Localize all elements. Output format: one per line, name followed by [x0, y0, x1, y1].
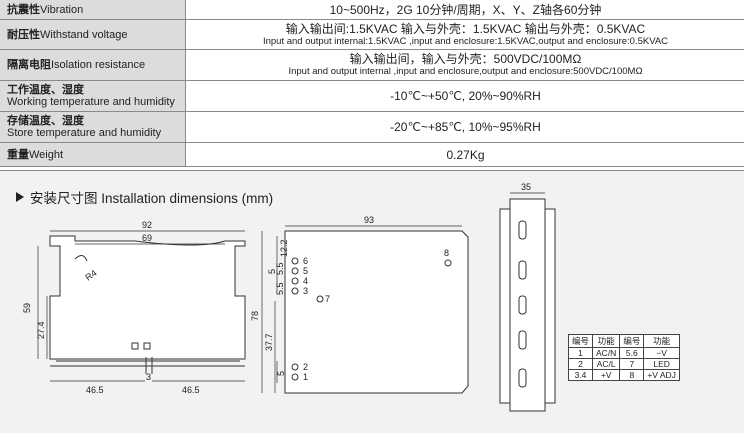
pin-4: 4: [303, 276, 308, 286]
dim-35: 35: [521, 182, 531, 192]
spec-label: 抗震性Vibration: [0, 0, 186, 19]
dim-5: 5: [267, 269, 277, 274]
spec-value: 输入输出间:1.5KVAC 输入与外壳：1.5KVAC 输出与外壳：0.5KVA…: [262, 21, 669, 47]
dim-59: 59: [22, 303, 32, 313]
dim-46-5-right: 46.5: [182, 385, 200, 395]
spec-row-withstand: 耐压性Withstand voltage 输入输出间:1.5KVAC 输入与外壳…: [0, 20, 744, 50]
spec-value: -20℃~+85℃, 10%~95%RH: [390, 120, 541, 134]
pin-5: 5: [303, 266, 308, 276]
dim-12-2: 12.2: [279, 239, 289, 257]
spec-row-isolation: 隔离电阻Isolation resistance 输入输出间，输入与外壳：500…: [0, 50, 744, 81]
arrow-right-icon: [16, 192, 24, 202]
installation-diagram: 安装尺寸图 Installation dimensions (mm): [0, 170, 744, 433]
pin-2: 2: [303, 362, 308, 372]
dim-37-7: 37.7: [264, 333, 274, 351]
diagram-title: 安装尺寸图 Installation dimensions (mm): [16, 187, 273, 207]
pin-1: 1: [303, 372, 308, 382]
dim-3: 3: [146, 372, 151, 382]
rail-view: [499, 192, 556, 412]
dim-92: 92: [142, 220, 152, 230]
spec-value: 0.27Kg: [446, 147, 485, 162]
dim-5-bottom: 5: [276, 371, 286, 376]
pin-3: 3: [303, 286, 308, 296]
dimension-drawing: 92 69 R4 59 27.4 46.5 46.5 3 93 78 37.7 …: [22, 182, 556, 412]
spec-label: 重量Weight: [0, 143, 186, 166]
spec-value: -10℃~+50℃, 20%~90%RH: [390, 89, 541, 103]
pin-6: 6: [303, 256, 308, 266]
pin-8: 8: [444, 248, 449, 258]
spec-label: 隔离电阻Isolation resistance: [0, 50, 186, 80]
dim-93: 93: [364, 215, 374, 225]
spec-label: 耐压性Withstand voltage: [0, 20, 186, 49]
pin-table-header: 编号功能编号功能: [567, 334, 680, 348]
dim-27-4: 27.4: [36, 321, 46, 339]
dim-69: 69: [142, 233, 152, 243]
dim-78: 78: [250, 311, 260, 321]
dim-5-5-a: 5.5: [275, 262, 285, 275]
dim-5-5-b: 5.5: [275, 282, 285, 295]
dimension-labels: 92 69 R4 59 27.4 46.5 46.5 3 93 78 37.7 …: [22, 182, 531, 395]
side-view: [37, 230, 246, 382]
dim-46-5-left: 46.5: [86, 385, 104, 395]
pin-7: 7: [325, 294, 330, 304]
spec-row-vibration: 抗震性Vibration 10~500Hz，2G 10分钟/周期，X、Y、Z轴各…: [0, 0, 744, 20]
spec-row-weight: 重量Weight 0.27Kg: [0, 143, 744, 167]
spec-value: 10~500Hz，2G 10分钟/周期，X、Y、Z轴各60分钟: [329, 2, 602, 17]
front-view: [261, 225, 469, 394]
